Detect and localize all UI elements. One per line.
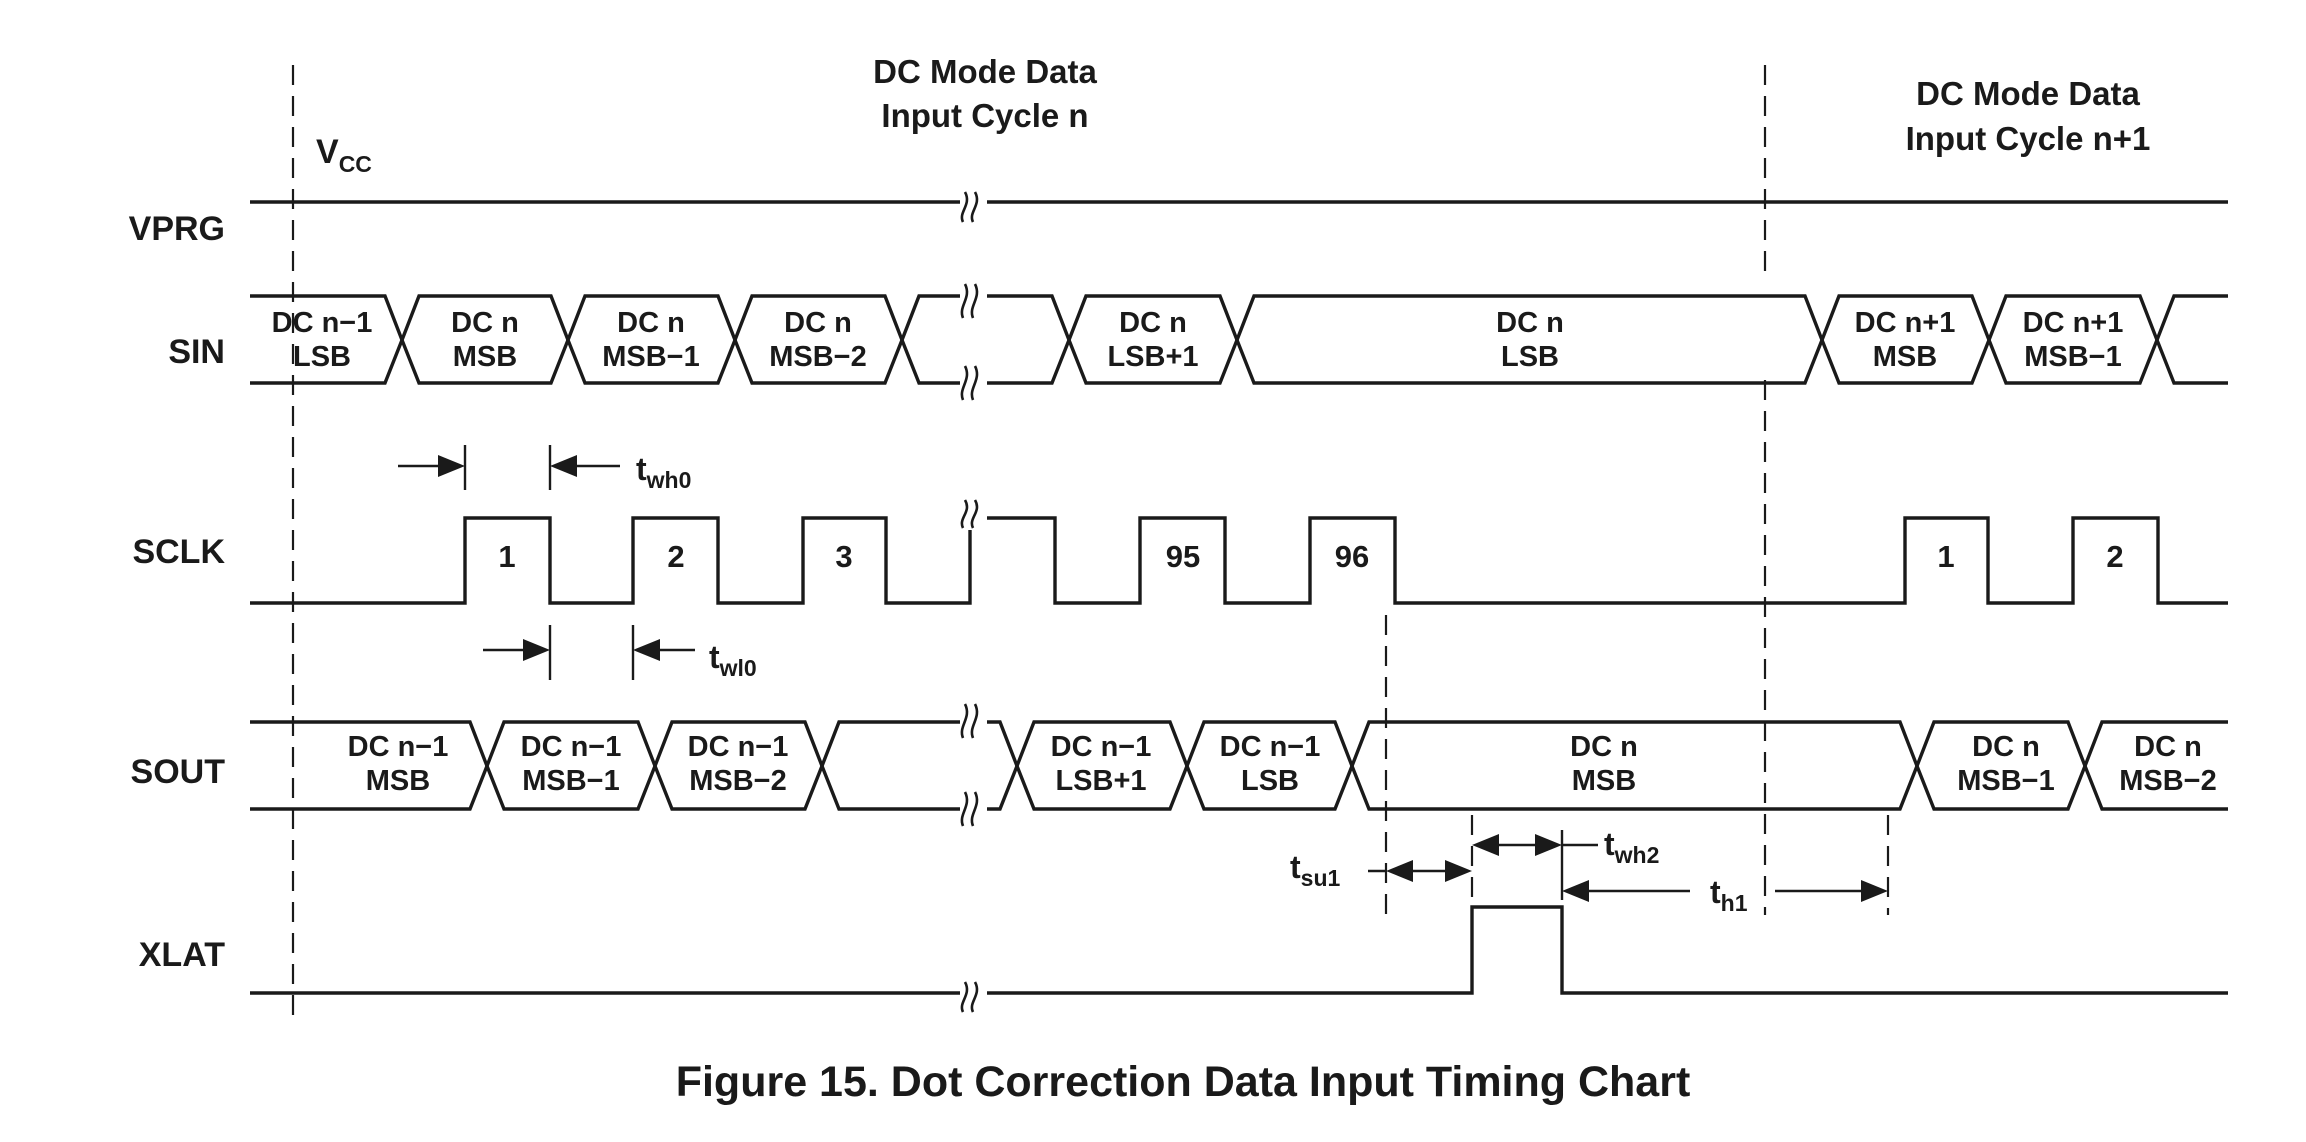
header-cycle-n1-line1: DC Mode Data [1916,75,2140,112]
tsu1-label-main: t [1290,849,1301,885]
sclk-pulse-95: 95 [1166,539,1200,574]
sin-cell-5-line2: LSB+1 [1107,341,1198,373]
vcc-label-sub: CC [339,151,372,177]
twh2-label-main: t [1604,826,1615,862]
sin-break-mark-top [960,283,979,319]
th1-label-sub: h1 [1721,890,1748,916]
break-marks [960,185,987,1013]
sin-cell-7-line1: DC n+1 [1855,307,1956,339]
sin-cell-2-line2: MSB [453,341,517,373]
sin-cell-8-line1: DC n+1 [2023,307,2124,339]
sclk-line [250,516,2228,605]
twh0-label-sub: wh0 [646,467,692,493]
sout-cell-2-line1: DC n−1 [521,731,622,763]
twh0-label: twh0 [636,451,691,493]
sin-bus-bottom [250,335,2228,385]
twh0-label-main: t [636,451,647,487]
sin-break-mark-bottom [960,365,979,401]
th1-marker: th1 [1562,874,1888,916]
sout-bus: DC n−1 MSB DC n−1 MSB−1 DC n−1 MSB−2 DC … [250,720,2228,811]
xlat-break-mark [960,981,979,1013]
th1-label-main: t [1710,874,1721,910]
sclk-pulse-1-next: 1 [1937,539,1954,574]
sclk-pulse-3: 3 [835,539,852,574]
twh2-label: twh2 [1604,826,1659,868]
sin-cell-6-line1: DC n [1496,307,1564,339]
sout-break-mark-bottom [960,791,979,827]
signal-label-sclk: SCLK [132,533,225,571]
vprg-break-mark [960,191,979,223]
sin-cell-7-line2: MSB [1873,341,1937,373]
twh0-marker: twh0 [398,445,691,493]
sout-cell-3-line2: MSB−2 [689,765,787,797]
sclk-pulse-2-next: 2 [2106,539,2123,574]
sout-cell-5-line2: LSB [1241,765,1299,797]
sout-bus-bottom [250,761,2228,811]
sout-cell-4-line2: LSB+1 [1055,765,1146,797]
header-cycle-n-line2: Input Cycle n [881,97,1088,134]
sin-cell-4-line1: DC n [784,307,852,339]
sout-cell-6-line2: MSB [1572,765,1636,797]
sclk-pulse-2: 2 [667,539,684,574]
sin-cell-8-line2: MSB−1 [2024,341,2122,373]
sout-break-mark-top [960,703,979,739]
sout-cell-4-line1: DC n−1 [1051,731,1152,763]
sclk-break-mark [960,499,979,529]
sin-cell-1-line1: DC n−1 [272,307,373,339]
sout-cell-6-line1: DC n [1570,731,1638,763]
sin-cell-6-line2: LSB [1501,341,1559,373]
signal-label-xlat: XLAT [139,936,225,974]
sout-cell-1-line2: MSB [366,765,430,797]
tsu1-marker: tsu1 [1290,849,1472,891]
sout-cell-5-line1: DC n−1 [1220,731,1321,763]
sin-cell-3-line1: DC n [617,307,685,339]
sclk-pulse-96: 96 [1335,539,1369,574]
twh2-marker: twh2 [1472,826,1659,900]
signal-label-sout: SOUT [131,753,226,791]
signal-label-sin: SIN [168,333,225,371]
twh2-label-sub: wh2 [1614,842,1660,868]
sin-cell-5-line1: DC n [1119,307,1187,339]
twl0-label-sub: wl0 [719,655,757,681]
twl0-label-main: t [709,639,720,675]
sout-cell-7-line2: MSB−1 [1957,765,2055,797]
vcc-label: VCC [316,133,372,177]
signal-label-vprg: VPRG [129,210,225,248]
tsu1-label-sub: su1 [1301,865,1341,891]
sout-cell-7-line1: DC n [1972,731,2040,763]
tsu1-label: tsu1 [1290,849,1340,891]
sout-cell-2-line2: MSB−1 [522,765,620,797]
sclk-waveform: 1 2 3 95 96 1 2 [250,516,2228,605]
sclk-pulse-1: 1 [498,539,515,574]
th1-label: th1 [1710,874,1748,916]
xlat-waveform [250,905,2228,995]
sout-cell-1-line1: DC n−1 [348,731,449,763]
sout-bus-top [250,720,2228,771]
figure-caption: Figure 15. Dot Correction Data Input Tim… [676,1058,1691,1106]
twl0-label: twl0 [709,639,757,681]
vcc-label-main: V [316,133,339,171]
sin-bus: DC n−1 LSB DC n MSB DC n MSB−1 DC n MSB−… [250,294,2228,385]
sin-cell-2-line1: DC n [451,307,519,339]
sout-cell-3-line1: DC n−1 [688,731,789,763]
header-cycle-n1-line2: Input Cycle n+1 [1906,120,2151,157]
sout-cell-8-line1: DC n [2134,731,2202,763]
sin-cell-1-line2: LSB [293,341,351,373]
sout-cell-8-line2: MSB−2 [2119,765,2217,797]
twl0-marker: twl0 [483,625,757,681]
header-cycle-n-line1: DC Mode Data [873,53,1097,90]
sin-cell-4-line2: MSB−2 [769,341,867,373]
sin-cell-3-line2: MSB−1 [602,341,700,373]
